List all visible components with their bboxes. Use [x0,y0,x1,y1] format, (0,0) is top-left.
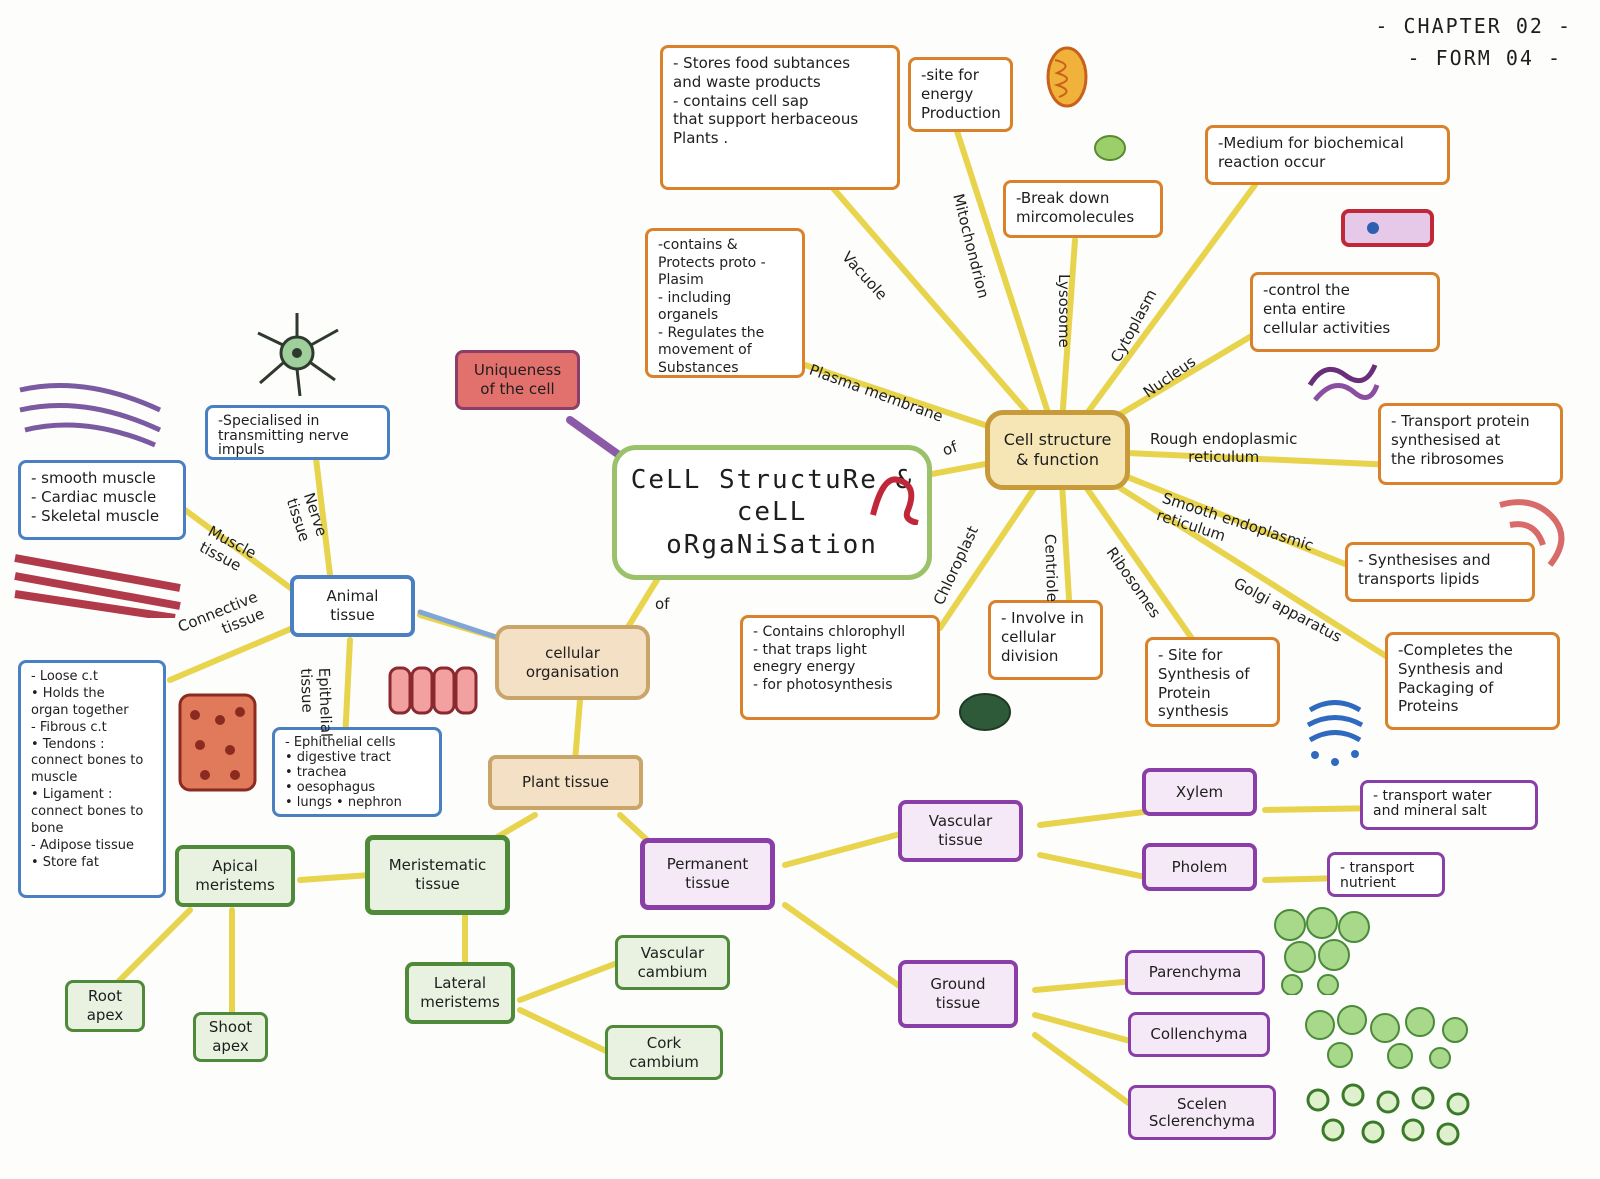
meristematic-box: Meristematic tissue [365,835,510,915]
cork-cambium-box: Cork cambium [605,1025,723,1080]
of-label-org: of [655,595,670,613]
shoot-apex-box: Shoot apex [193,1012,268,1062]
plasma-membrane-box: -contains & Protects proto - Plasim - in… [645,228,805,378]
golgi-icon [1306,700,1364,766]
epithelial-box: - Ephithelial cells • digestive tract • … [272,727,442,817]
cytoplasm-box: -Medium for biochemical reaction occur [1205,125,1450,185]
cell-structure-hub: Cell structure & function [985,410,1130,490]
uniqueness-box: Uniqueness of the cell [455,350,580,410]
apical-meristems-box: Apical meristems [175,845,295,907]
vacuole-box: - Stores food subtances and waste produc… [660,45,900,190]
muscle-box: - smooth muscle - Cardiac muscle - Skele… [18,460,186,540]
phloem-function-box: - transport nutrient [1327,852,1445,897]
mitochondrion-box: -site for energy Production [908,57,1013,132]
rer-box: - Transport protein synthesised at the r… [1378,403,1563,485]
lysosome-box: -Break down mircomolecules [1003,180,1163,238]
lateral-meristems-box: Lateral meristems [405,962,515,1024]
branch-rer: Rough endoplasmic reticulum [1150,430,1298,466]
collenchyma-cells-icon [1305,1005,1468,1069]
central-topic: CeLL StructuRe & ceLL oRgaNiSation [612,445,932,580]
neuron-icon [257,313,339,397]
phloem-box: Pholem [1142,843,1257,891]
collenchyma-box: Collenchyma [1128,1012,1270,1057]
sclerenchyma-box: Scelen Sclerenchyma [1128,1085,1276,1140]
branch-centriole: Centriole [1041,533,1062,603]
chloroplast-box: - Contains chlorophyll - that traps ligh… [740,615,940,720]
form-label: - FORM 04 - [1407,46,1562,70]
root-apex-box: Root apex [65,980,145,1032]
uniqueness-label: Uniqueness of the cell [473,361,562,398]
connective-tissue-icon [178,693,257,792]
smooth-muscle-icon [19,383,162,448]
epithelial-cells-icon [388,666,478,715]
vascular-cambium-box: Vascular cambium [615,935,730,990]
parenchyma-box: Parenchyma [1125,950,1265,995]
nucleus-box: -control the enta entire cellular activi… [1250,272,1440,352]
ribosomes-box: - Site for Synthesis of Protein synthesi… [1145,637,1280,727]
lysosome-icon [1094,135,1126,161]
chloroplast-icon [959,693,1011,731]
central-title: CeLL StructuRe & ceLL oRgaNiSation [630,464,914,560]
er-icon [1307,363,1380,402]
skeletal-muscle-icon [14,554,181,618]
permanent-tissue-box: Permanent tissue [640,838,775,910]
epithelial-tissue-label: Epithelial tissue [297,667,336,738]
vascular-tissue-box: Vascular tissue [898,800,1023,862]
parenchyma-cells-icon [1274,907,1370,995]
cellular-organisation-box: cellular organisation [495,625,650,700]
xylem-box: Xylem [1142,768,1257,816]
ribbon-cell-icon [870,476,919,525]
cytoplasm-cell-icon [1341,209,1434,247]
chapter-label: - CHAPTER 02 - [1375,14,1572,38]
ser-icon [1499,499,1565,567]
animal-tissue-hub: Animal tissue [290,575,415,637]
plant-tissue-hub: Plant tissue [488,755,643,810]
branch-lysosome: Lysosome [1055,274,1073,348]
ground-tissue-box: Ground tissue [898,960,1018,1028]
centriole-box: - Involve in cellular division [988,600,1103,680]
nerve-box: -Specialised in transmitting nerve impul… [205,405,390,460]
connective-box: - Loose c.t • Holds the organ together -… [18,660,166,898]
ser-box: - Synthesises and transports lipids [1345,542,1535,602]
sclerenchyma-cells-icon [1306,1083,1470,1146]
mitochondrion-icon [1046,46,1088,108]
xylem-function-box: - transport water and mineral salt [1360,780,1538,830]
golgi-box: -Completes the Synthesis and Packaging o… [1385,632,1560,730]
